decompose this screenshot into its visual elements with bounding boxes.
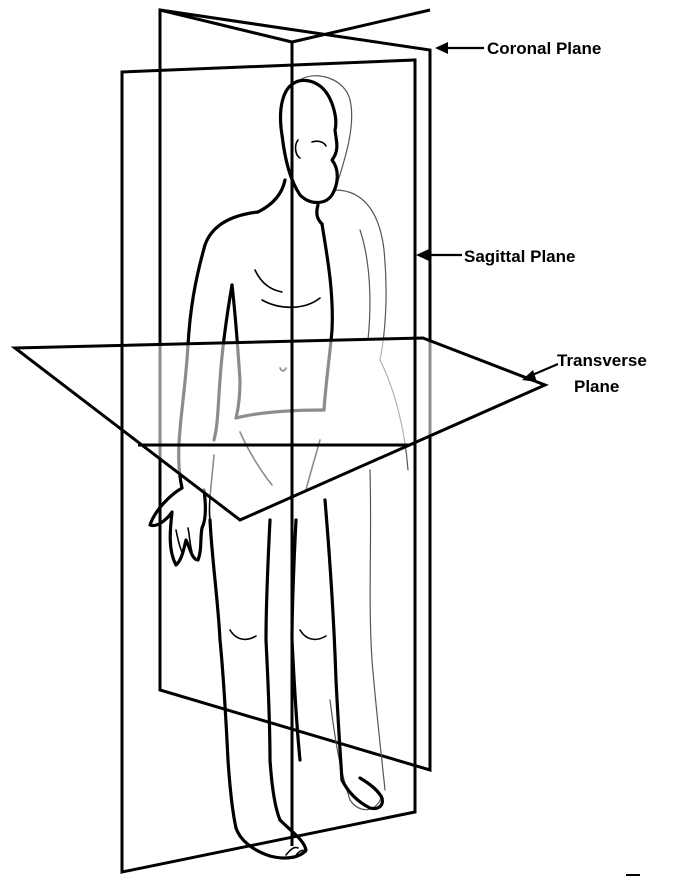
transverse-plane [15, 338, 545, 520]
transverse-plane-label-line1: Transverse [557, 351, 647, 370]
transverse-leader [522, 364, 558, 382]
transverse-plane-label-line2: Plane [574, 377, 619, 396]
left-foot [236, 820, 306, 858]
sagittal-plane-label: Sagittal Plane [464, 247, 575, 266]
coronal-leader [435, 42, 484, 54]
coronal-plane-label: Coronal Plane [487, 39, 601, 58]
